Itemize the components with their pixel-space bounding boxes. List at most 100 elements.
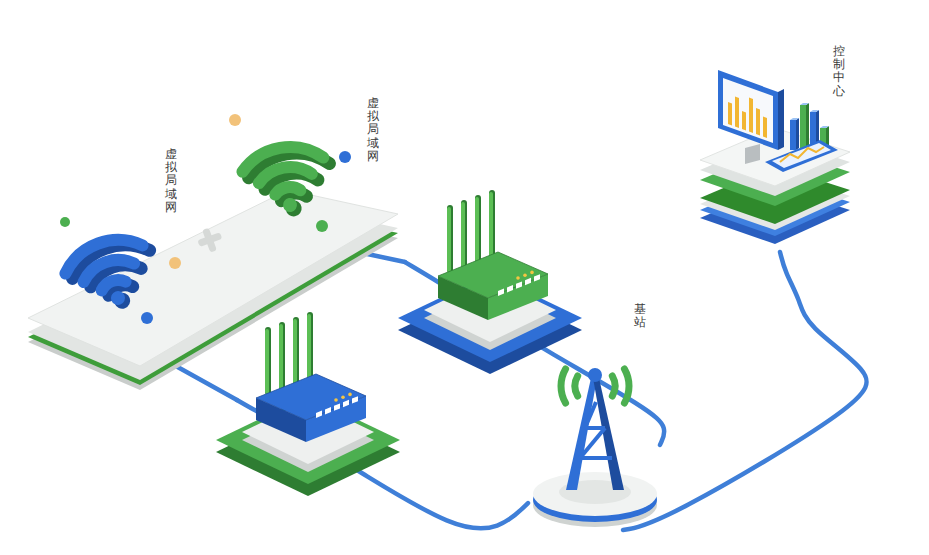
chart-bar-side xyxy=(796,118,799,150)
chart-bar-top xyxy=(810,110,819,112)
tablet-screen xyxy=(772,143,831,168)
decor-dot xyxy=(523,273,527,277)
router-antenna xyxy=(489,193,495,255)
wifi-arc xyxy=(257,163,312,183)
router-port xyxy=(325,407,331,414)
decor-dot xyxy=(169,257,181,269)
router-antenna xyxy=(279,325,285,387)
network-cable xyxy=(623,252,867,530)
monitor-stand xyxy=(745,144,760,164)
signal-arc xyxy=(624,369,629,403)
chart-bar-top xyxy=(820,126,829,128)
screen-bar xyxy=(742,111,746,130)
router-antenna xyxy=(307,315,313,377)
tower-top xyxy=(588,368,602,382)
network-cable xyxy=(405,262,664,445)
decor-dot xyxy=(60,217,70,227)
tower-leg xyxy=(566,378,597,490)
diagram-node: 控制中心 xyxy=(700,40,860,252)
wifi-icon xyxy=(60,228,166,324)
router-antenna xyxy=(293,320,299,382)
router-box-top xyxy=(256,374,366,420)
node-drawing xyxy=(700,70,850,244)
screen-bar xyxy=(735,97,739,128)
router-port xyxy=(516,281,522,288)
router-port xyxy=(507,285,513,292)
screen-bar xyxy=(749,98,753,133)
label-holder: 基站 xyxy=(634,303,646,329)
wifi-arc xyxy=(80,253,134,282)
signal-arc xyxy=(575,376,578,396)
decor-dot xyxy=(348,393,352,397)
node-label: 控制中心 xyxy=(833,45,845,98)
decor-dot xyxy=(316,220,328,232)
platform-top xyxy=(28,190,398,366)
router-port xyxy=(343,400,349,407)
tablet xyxy=(765,140,838,172)
router-antenna xyxy=(461,204,465,265)
node-drawing xyxy=(28,114,398,390)
router-icon xyxy=(216,315,400,496)
screen-bar xyxy=(763,117,767,138)
wifi-dot xyxy=(282,197,298,213)
label-holder: 虚拟局域网 xyxy=(165,148,177,214)
signal-arc xyxy=(561,369,566,403)
router-antenna xyxy=(293,321,297,382)
screen-bar xyxy=(728,102,732,125)
router-antenna xyxy=(265,331,269,392)
diagram-node: 虚拟局域网虚拟局域网 xyxy=(22,88,405,400)
plus-sign xyxy=(202,228,217,253)
node-shape xyxy=(528,300,660,530)
router-box-top xyxy=(438,252,548,298)
router-icon xyxy=(398,193,582,374)
screen-bar xyxy=(756,108,760,135)
wifi-arc xyxy=(60,229,143,273)
signal-arc xyxy=(612,376,615,396)
monitor-frame xyxy=(718,70,778,150)
router-antenna xyxy=(307,316,311,377)
tower-brace xyxy=(580,428,605,458)
router-antenna xyxy=(489,194,493,255)
wifi-arc xyxy=(240,141,324,172)
label-holder: 虚拟局域网 xyxy=(367,97,379,163)
wifi-icon xyxy=(240,140,338,224)
router-port xyxy=(498,289,504,296)
monitor-screen xyxy=(723,78,773,143)
router-port xyxy=(525,278,531,285)
decor-dot xyxy=(141,312,153,324)
node-label: 基站 xyxy=(634,303,646,329)
decor-dot xyxy=(229,114,241,126)
router-antenna xyxy=(279,326,283,387)
router-antenna xyxy=(475,199,479,260)
chart-bar xyxy=(790,120,796,150)
router-port xyxy=(534,274,540,281)
chart-bar xyxy=(800,105,806,150)
decor-dot xyxy=(341,395,345,399)
wifi-dot xyxy=(109,289,127,307)
router-port xyxy=(334,403,340,410)
decor-dot xyxy=(334,398,338,402)
node-shape xyxy=(22,88,405,400)
tablet-chart xyxy=(780,147,824,162)
router-antenna xyxy=(461,203,467,265)
chart-bar-top xyxy=(790,118,799,120)
decor-dot xyxy=(339,151,351,163)
router-port xyxy=(316,411,322,418)
label-holder: 控制中心 xyxy=(833,45,845,98)
station-disk-top xyxy=(533,472,657,516)
wifi-arc xyxy=(274,185,300,195)
decor-dot xyxy=(516,276,520,280)
node-label: 虚拟局域网 xyxy=(367,97,379,163)
router-antenna xyxy=(475,198,481,260)
monitor-side xyxy=(778,89,784,150)
diagram-node: 基站 xyxy=(528,300,660,530)
router-port xyxy=(352,396,358,403)
chart-bar-side xyxy=(806,103,809,150)
router-antenna xyxy=(447,208,453,270)
node-drawing xyxy=(533,368,657,527)
node-label: 虚拟局域网 xyxy=(165,148,177,214)
tower-brace xyxy=(585,402,596,428)
chart-bar-top xyxy=(800,103,809,105)
